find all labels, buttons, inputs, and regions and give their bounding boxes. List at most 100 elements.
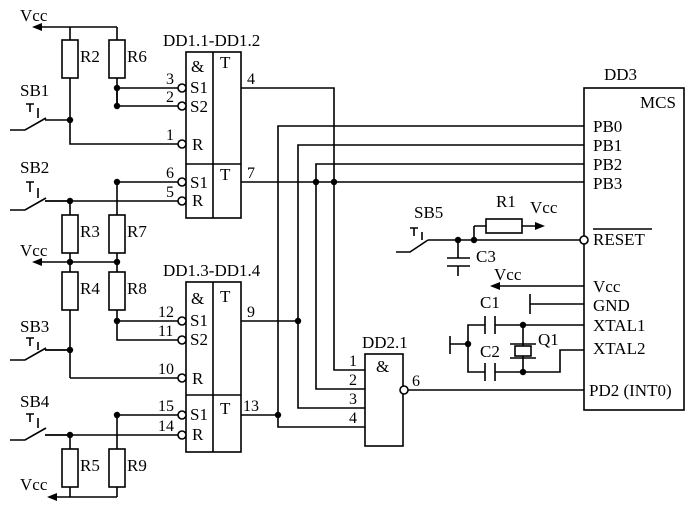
svg-text:R: R xyxy=(192,191,204,210)
reset-circuit: R1 Vcc C3 xyxy=(447,192,558,276)
svg-text:&: & xyxy=(191,289,204,308)
svg-text:S1: S1 xyxy=(190,78,208,97)
svg-text:MCS: MCS xyxy=(640,93,676,112)
svg-text:R7: R7 xyxy=(127,222,147,241)
svg-text:1: 1 xyxy=(166,127,174,144)
switch-sb4: SB4 xyxy=(10,392,70,441)
svg-text:15: 15 xyxy=(158,398,174,415)
svg-text:SB2: SB2 xyxy=(20,158,49,177)
svg-text:R1: R1 xyxy=(496,192,516,211)
svg-text:R9: R9 xyxy=(127,456,147,475)
svg-text:T: T xyxy=(220,287,231,306)
switch-sb5: SB5 xyxy=(396,203,584,253)
vcc-rail-middle: Vcc xyxy=(20,241,117,266)
svg-text:R8: R8 xyxy=(127,279,147,298)
svg-text:C1: C1 xyxy=(480,293,500,312)
svg-text:R6: R6 xyxy=(127,47,147,66)
chip-dd3-mcu: DD3 MCS PB0 PB1 PB2 PB3 RESET Vcc GND XT… xyxy=(579,65,685,411)
svg-text:6: 6 xyxy=(412,373,420,390)
svg-text:R: R xyxy=(192,425,204,444)
resistor-r9: R9 xyxy=(108,415,147,488)
resistor-r8: R8 xyxy=(108,262,147,321)
svg-text:PB0: PB0 xyxy=(593,117,622,136)
resistor-r3: R3 xyxy=(61,201,100,262)
vcc-label-middle: Vcc xyxy=(20,241,48,260)
svg-text:PB1: PB1 xyxy=(593,136,622,155)
svg-text:SB1: SB1 xyxy=(20,81,49,100)
svg-text:R: R xyxy=(192,369,204,388)
junction-dots-left xyxy=(66,84,121,439)
svg-text:R5: R5 xyxy=(80,456,100,475)
gate-dd2-1: DD2.1 & 1 2 3 4 6 xyxy=(349,333,584,447)
crystal-circuit: C1 C2 Q1 xyxy=(449,293,584,381)
svg-text:SB5: SB5 xyxy=(414,203,443,222)
svg-text:R4: R4 xyxy=(80,279,100,298)
chip-title: DD1.3-DD1.4 xyxy=(163,261,261,280)
svg-text:&: & xyxy=(191,57,204,76)
chip-dd1-3-dd1-4: DD1.3-DD1.4 & T S1 S2 R T S1 R 12 11 10 … xyxy=(158,261,261,453)
vcc-label-bottom: Vcc xyxy=(20,475,48,494)
svg-text:SB3: SB3 xyxy=(20,317,49,336)
svg-text:1: 1 xyxy=(349,353,357,370)
svg-text:T: T xyxy=(220,165,231,184)
svg-text:Vcc: Vcc xyxy=(530,198,558,217)
svg-text:PB2: PB2 xyxy=(593,155,622,174)
svg-text:XTAL2: XTAL2 xyxy=(593,339,645,358)
svg-text:10: 10 xyxy=(158,361,174,378)
svg-text:13: 13 xyxy=(243,398,259,415)
reset-label: RESET xyxy=(593,230,646,249)
svg-text:Vcc: Vcc xyxy=(593,277,621,296)
svg-text:12: 12 xyxy=(158,304,174,321)
svg-text:3: 3 xyxy=(166,71,174,88)
svg-text:11: 11 xyxy=(158,323,173,340)
resistor-r5: R5 xyxy=(61,435,100,488)
resistor-r2: R2 xyxy=(61,39,100,120)
svg-text:2: 2 xyxy=(349,372,357,389)
switch-sb2: SB2 xyxy=(10,158,70,211)
svg-text:C3: C3 xyxy=(476,247,496,266)
svg-text:XTAL1: XTAL1 xyxy=(593,316,645,335)
svg-text:R2: R2 xyxy=(80,47,100,66)
svg-text:&: & xyxy=(376,357,389,376)
junction-dots-bus xyxy=(274,178,338,419)
svg-text:6: 6 xyxy=(166,165,174,182)
svg-text:14: 14 xyxy=(158,418,174,435)
vcc-label-top: Vcc xyxy=(20,6,48,25)
chip-title: DD1.1-DD1.2 xyxy=(163,31,260,50)
svg-text:5: 5 xyxy=(166,184,174,201)
svg-text:PB3: PB3 xyxy=(593,174,622,193)
vcc-rail-top: Vcc xyxy=(20,6,118,40)
gate-title: DD2.1 xyxy=(362,333,408,352)
svg-text:4: 4 xyxy=(247,71,255,88)
svg-text:Q1: Q1 xyxy=(538,330,559,349)
chip-dd1-1-dd1-2: DD1.1-DD1.2 & T S1 S2 R T S1 R 3 2 1 6 5… xyxy=(163,31,260,219)
svg-text:C2: C2 xyxy=(480,342,500,361)
svg-text:PD2 (INT0): PD2 (INT0) xyxy=(589,381,672,400)
mcu-power: Vcc xyxy=(490,265,584,314)
svg-text:9: 9 xyxy=(247,304,255,321)
svg-text:S1: S1 xyxy=(190,173,208,192)
svg-text:3: 3 xyxy=(349,391,357,408)
svg-text:Vcc: Vcc xyxy=(494,265,522,284)
chip-title: DD3 xyxy=(604,65,637,84)
svg-text:R3: R3 xyxy=(80,222,100,241)
svg-text:S2: S2 xyxy=(190,97,208,116)
svg-text:S1: S1 xyxy=(190,311,208,330)
svg-text:R: R xyxy=(192,135,204,154)
resistor-r4: R4 xyxy=(61,262,100,378)
svg-text:GND: GND xyxy=(593,296,630,315)
svg-text:7: 7 xyxy=(247,165,255,182)
svg-text:T: T xyxy=(220,399,231,418)
switch-sb3: SB3 xyxy=(10,317,70,361)
svg-text:2: 2 xyxy=(166,89,174,106)
wiring-bus xyxy=(241,87,584,428)
svg-text:T: T xyxy=(220,53,231,72)
svg-text:SB4: SB4 xyxy=(20,392,50,411)
switch-sb1: SB1 xyxy=(10,81,70,131)
svg-text:S2: S2 xyxy=(190,330,208,349)
svg-text:S1: S1 xyxy=(190,405,208,424)
vcc-rail-bottom: Vcc xyxy=(20,475,118,501)
resistor-r7: R7 xyxy=(108,182,147,262)
svg-text:4: 4 xyxy=(349,410,357,427)
